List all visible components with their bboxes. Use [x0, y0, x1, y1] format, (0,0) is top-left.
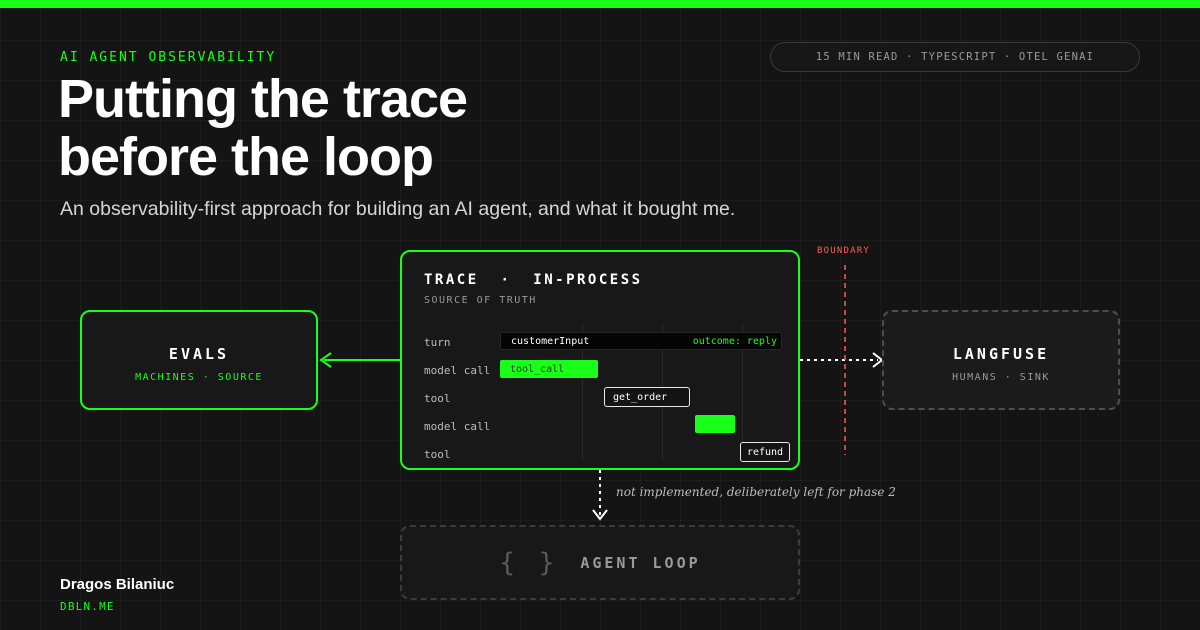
langfuse-title: LANGFUSE [952, 345, 1050, 363]
evals-sub: MACHINES · SOURCE [135, 372, 263, 383]
row-label-model-call: model call [424, 364, 491, 377]
span-model-call-2 [695, 415, 735, 433]
page-title: Putting the trace before the loop [58, 70, 758, 186]
span-turn: customerInput outcome: reply [500, 332, 782, 350]
evals-box: EVALS MACHINES · SOURCE [80, 310, 318, 410]
title-line-2: before the loop [58, 127, 434, 187]
evals-arrowhead [319, 352, 332, 368]
span-refund: refund [740, 442, 790, 462]
trace-gridline [742, 324, 743, 461]
boundary-label: BOUNDARY [817, 246, 870, 256]
trace-sub: SOURCE OF TRUTH [424, 295, 537, 306]
langfuse-sub: HUMANS · SINK [952, 372, 1050, 383]
span-get-order: get_order [604, 387, 690, 407]
site-link[interactable]: DBLN.ME [60, 600, 115, 613]
agent-arrowhead [592, 509, 608, 521]
langfuse-box: LANGFUSE HUMANS · SINK [882, 310, 1120, 410]
title-line-1: Putting the trace [58, 69, 468, 129]
row-label-tool-2: tool [424, 448, 451, 461]
kicker: AI AGENT OBSERVABILITY [60, 50, 277, 65]
agent-loop-title: AGENT LOOP [580, 553, 701, 572]
span-turn-outcome: outcome: reply [692, 335, 777, 347]
trace-title: TRACE · IN-PROCESS [424, 272, 643, 288]
row-label-turn: turn [424, 336, 451, 349]
braces-icon: { } [499, 547, 559, 578]
agent-loop-box: { } AGENT LOOP [400, 525, 800, 600]
span-turn-input: customerInput [511, 335, 590, 347]
trace-gridline [582, 324, 583, 461]
span-tool-call: tool_call [500, 360, 598, 378]
subtitle: An observability-first approach for buil… [60, 198, 736, 220]
row-label-model-call-2: model call [424, 420, 491, 433]
top-accent-bar [0, 0, 1200, 8]
phase-2-note: not implemented, deliberately left for p… [616, 485, 896, 499]
trace-box: TRACE · IN-PROCESS SOURCE OF TRUTH turn … [400, 250, 800, 470]
meta-pill: 15 MIN READ · TYPESCRIPT · OTEL GENAI [770, 42, 1140, 72]
author-name: Dragos Bilaniuc [60, 576, 175, 593]
row-label-tool: tool [424, 392, 451, 405]
evals-title: EVALS [168, 345, 230, 363]
